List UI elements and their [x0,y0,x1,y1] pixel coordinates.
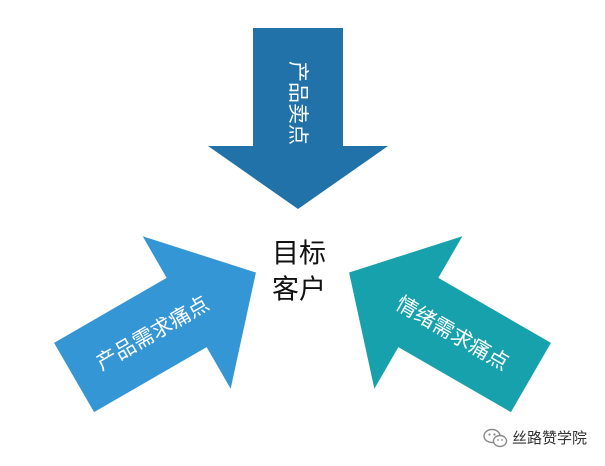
arrow-right-shape [349,236,551,413]
arrow-top: 产品卖点 [208,28,388,209]
arrow-left-shape [54,236,256,413]
arrow-top-shape [208,28,388,209]
arrow-right: 情绪需求痛点 [349,236,551,413]
watermark-text: 丝路赞学院 [512,429,587,447]
watermark: 丝路赞学院 [483,428,587,448]
center-label-line-2: 客户 [272,275,326,306]
arrow-top-label: 产品卖点 [286,61,310,145]
arrow-left: 产品需求痛点 [54,236,256,413]
center-label-line-1: 目标 [272,239,326,270]
center-label: 目标 客户 [272,239,326,306]
wechat-icon [483,428,508,448]
